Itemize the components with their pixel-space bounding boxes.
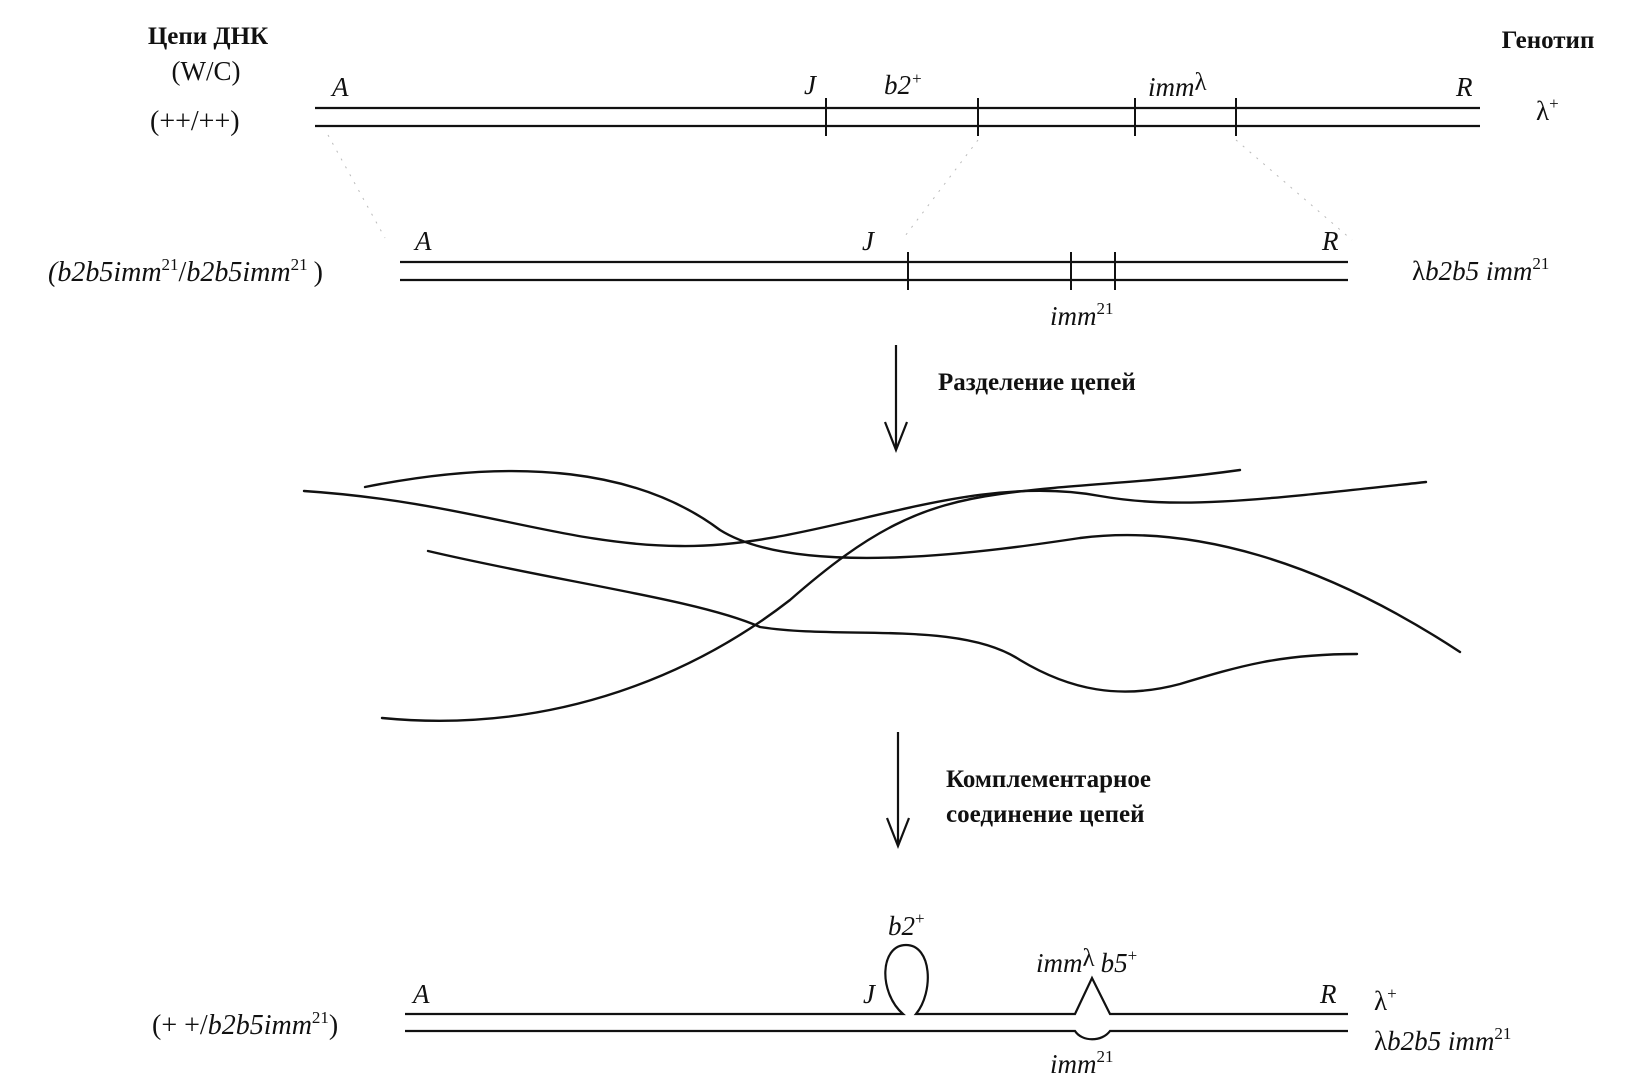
row1-label-b2: b2+	[884, 69, 922, 100]
row-wild-type: (++/++) A J b2+ immλ R λ+	[150, 69, 1559, 137]
row1-label-imm: immλ	[1148, 69, 1207, 102]
row1-genotype: λ+	[1536, 94, 1559, 126]
alignment-guide-left	[327, 134, 386, 239]
row3-strand-top	[405, 943, 1348, 1016]
row3-end-a: A	[411, 979, 430, 1009]
row1-end-a: A	[330, 72, 349, 102]
row3-genotype-bottom: λb2b5 imm21	[1374, 1024, 1511, 1056]
separation-arrow-head	[883, 421, 909, 454]
row1-strand-notation: (++/++)	[150, 106, 240, 137]
single-strand-1	[302, 480, 1428, 548]
row3-label-b2: b2+	[888, 909, 925, 941]
alignment-guide-mid	[901, 139, 979, 241]
row3-genotype-top: λ+	[1374, 984, 1397, 1016]
row3-label-imm21: imm21	[1050, 1047, 1114, 1077]
separation-label: Разделение цепей	[938, 369, 1136, 396]
annealing-label-line1: Комплементарное	[946, 766, 1151, 793]
single-strand-3	[426, 549, 1359, 693]
row3-label-j: J	[863, 979, 877, 1009]
row2-end-a: A	[413, 226, 432, 256]
row2-genotype: λb2b5 imm21	[1412, 254, 1549, 286]
separated-strands	[302, 468, 1462, 722]
row-mutant: (b2b5imm21/b2b5imm21) A J R imm21 λb2b5 …	[48, 226, 1549, 331]
single-strand-4	[380, 468, 1242, 722]
single-strand-2	[363, 469, 1462, 654]
genotype-title: Генотип	[1502, 27, 1595, 54]
annealing-label-line2: соединение цепей	[946, 801, 1144, 828]
annealing-arrow-head	[885, 817, 911, 850]
row3-end-r: R	[1319, 979, 1337, 1009]
row2-label-j: J	[862, 226, 876, 256]
row3-strand-notation: (+ +/b2b5imm21)	[152, 1008, 338, 1041]
row1-end-r: R	[1455, 72, 1473, 102]
alignment-guide-right	[1235, 139, 1353, 241]
row3-strand-bottom	[405, 1029, 1348, 1041]
row2-strand-notation: (b2b5imm21/b2b5imm21)	[48, 255, 323, 288]
row2-label-imm: imm21	[1050, 299, 1114, 331]
strands-subtitle: (W/C)	[172, 56, 241, 86]
row1-label-j: J	[804, 70, 818, 100]
strands-title: Цепи ДНК	[148, 23, 268, 50]
row2-end-r: R	[1321, 226, 1339, 256]
